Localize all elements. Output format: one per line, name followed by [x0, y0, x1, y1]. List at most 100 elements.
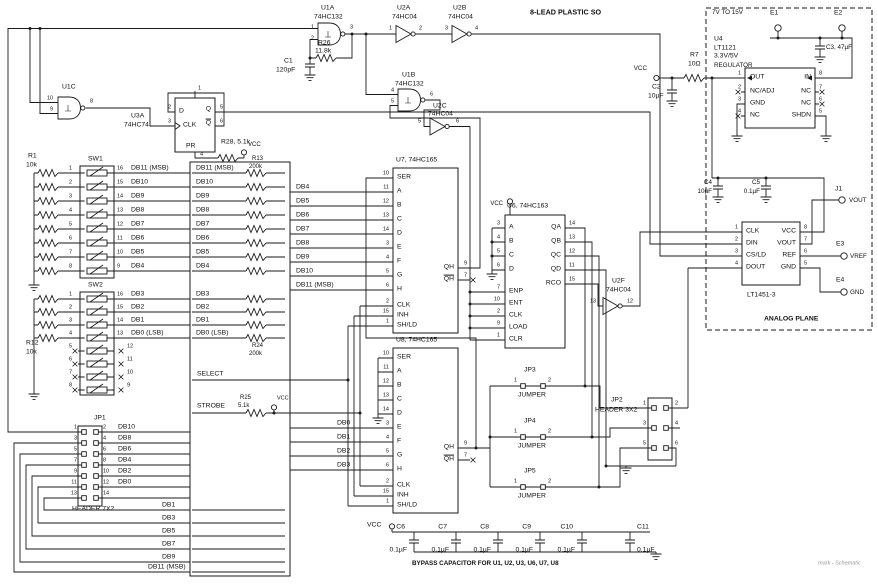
in-arrow-icon — [807, 75, 812, 81]
u7-pin: 2 — [385, 298, 389, 305]
jp1-net: DB4 — [118, 456, 132, 464]
u8-name: B — [397, 381, 402, 389]
wires-top-left — [7, 28, 742, 433]
u8-pin: 2 — [385, 478, 389, 485]
jp1-pin: 5 — [73, 446, 77, 453]
c4-value: 10µF — [697, 187, 712, 195]
wires-switches — [33, 172, 190, 392]
u8-pin: 9 — [464, 440, 468, 447]
u2a-pin2: 2 — [419, 24, 423, 31]
u2b-pin3: 3 — [444, 25, 448, 32]
dac-name: VCC — [781, 227, 796, 235]
u6-pin: 9 — [496, 320, 500, 327]
u7-name: B — [397, 201, 402, 209]
u6-name: ENP — [509, 287, 523, 295]
u8-name: SER — [397, 353, 411, 361]
u4-name: SHDN — [791, 111, 811, 119]
u7-name: F — [397, 257, 402, 265]
u4-name: NC — [801, 87, 811, 95]
u7-name: SER — [397, 173, 411, 181]
bypass-note: BYPASS CAPACITOR FOR U1, U2, U3, U6, U7,… — [412, 559, 559, 567]
u4-pin: 1 — [737, 69, 741, 76]
sw1-dip-switch — [79, 165, 115, 279]
jp1-net: DB6 — [118, 445, 132, 453]
sw2-lpin: 4 — [68, 330, 72, 337]
u1c-pin9: 9 — [49, 106, 53, 113]
cap-value: 0.1µF — [431, 546, 449, 554]
jp1-pin: 2 — [103, 424, 107, 431]
sw2-rpin: 16 — [117, 291, 124, 298]
u8-name: H — [397, 465, 402, 473]
u1b-pin5: 5 — [390, 97, 394, 104]
strobe-net: STROBE — [197, 402, 225, 410]
u8-net: DB0 — [337, 419, 351, 427]
u7-pin: 15 — [382, 308, 389, 315]
wires-middle — [290, 126, 742, 507]
u2c-pin6: 6 — [456, 117, 460, 124]
jp1-net: DB2 — [118, 467, 132, 475]
sw1-net: DB7 — [131, 220, 145, 228]
cap-value: 0.1µF — [473, 546, 491, 554]
u4-name: IN — [804, 73, 811, 81]
u8-pin: 11 — [383, 364, 389, 371]
r12-ref: R12 — [26, 339, 39, 347]
u8-name: QH — [443, 455, 454, 463]
wires-bypass — [392, 531, 656, 553]
u8-name: F — [397, 437, 402, 445]
u1a-pin2: 2 — [310, 34, 314, 41]
u6-name: A — [509, 223, 514, 231]
jp1-ref: JP1 — [94, 414, 106, 422]
u1c-ref: U1C — [62, 83, 76, 91]
dac-pin: 2 — [734, 235, 738, 242]
sw1-net: DB4 — [131, 262, 145, 270]
c5-value: 0.1µF — [743, 187, 760, 195]
u7-pin: 13 — [382, 212, 389, 219]
u6-pin: 11 — [569, 262, 575, 269]
sw2-dip-switch — [79, 291, 115, 396]
u6-pin: 5 — [496, 248, 500, 255]
u8-name: CLK — [397, 481, 411, 489]
cap-ref: C8 — [480, 523, 489, 531]
r25-ref: R25 — [240, 395, 252, 401]
u8-name: QH — [443, 443, 454, 451]
u4-name: NC/ADJ — [750, 87, 775, 95]
u7-ref: U7, 74HC165 — [396, 156, 438, 164]
u7-name: QH — [443, 263, 454, 271]
jp3-pin: 2 — [548, 376, 552, 383]
r24-ref: R24 — [252, 343, 264, 349]
u6-pin: 14 — [569, 220, 576, 227]
cap-value: 0.1µF — [515, 546, 533, 554]
u8-pin: 10 — [382, 350, 389, 357]
sw2-rpin: 15 — [117, 304, 124, 311]
u4-voltage: 3.3V/5V — [714, 52, 739, 60]
plane-title: ANALOG PLANE — [764, 315, 819, 323]
u1c-pin8: 8 — [90, 98, 94, 105]
u6-name: QD — [550, 265, 561, 273]
u2a-ref: U2A — [397, 4, 411, 12]
u8-ref: U8, 74HC165 — [396, 336, 438, 344]
u1b-pin4: 4 — [390, 86, 394, 93]
u4-function: REGULATOR — [714, 61, 753, 69]
u8-pin: 12 — [382, 378, 389, 385]
u2b-pin4: 4 — [475, 24, 479, 31]
u3a-pin1: 1 — [198, 84, 202, 91]
dac-pin: 6 — [804, 247, 808, 254]
u3a-q: Q — [205, 105, 211, 113]
r25-vcc: VCC — [277, 395, 289, 402]
c1-ref: C1 — [284, 57, 293, 65]
e3-ref: E3 — [836, 240, 845, 248]
r7-vcc: VCC — [633, 64, 647, 72]
u7-name: H — [397, 285, 402, 293]
sw2-rpin: 9 — [127, 382, 131, 389]
jp2-type: HEADER 3X2 — [595, 406, 638, 414]
u3a-pin3: 3 — [167, 118, 171, 125]
sw1-rpin: 10 — [117, 249, 124, 256]
sw2-rpin: 12 — [127, 343, 134, 350]
jp5-pin: 1 — [514, 477, 518, 484]
jp1-pin: 4 — [103, 435, 107, 442]
jp1-net: DB10 — [118, 423, 136, 431]
jp4-type: JUMPER — [518, 442, 546, 450]
u2c-part: 74HC04 — [428, 110, 453, 118]
u7-net: DB10 — [296, 267, 314, 275]
